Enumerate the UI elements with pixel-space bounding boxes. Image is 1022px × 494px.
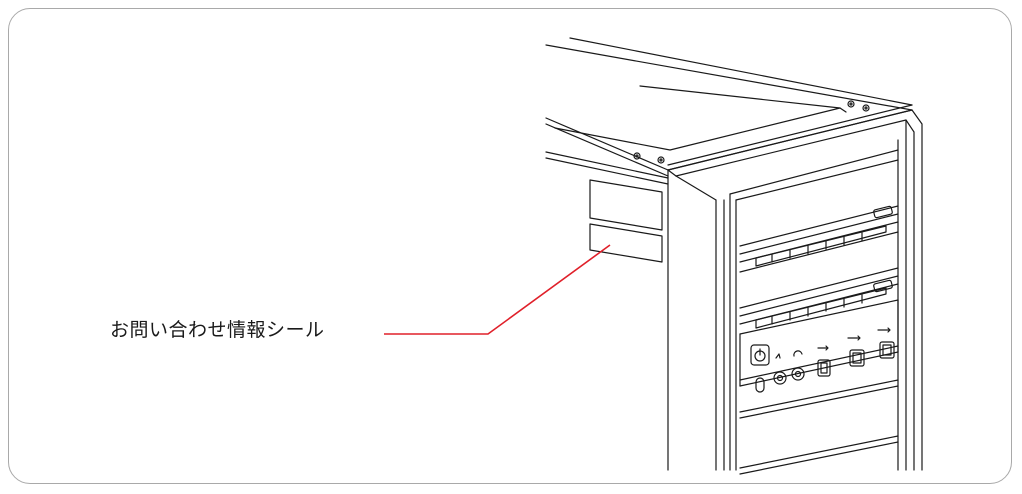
optical-drive-1 <box>739 205 899 267</box>
contact-info-sticker <box>589 179 663 263</box>
callout-label-contact-info-sticker: お問い合わせ情報シール <box>110 319 325 341</box>
reset-button[interactable] <box>755 377 765 393</box>
usb-icon[interactable] <box>817 345 831 377</box>
top-screws <box>633 100 870 164</box>
power-icon[interactable] <box>750 344 770 366</box>
usb3-icon[interactable] <box>877 327 895 359</box>
callout-leader-line <box>384 244 611 335</box>
usb3-icon[interactable] <box>847 335 865 367</box>
microphone-icon[interactable] <box>773 353 787 385</box>
lower-bezel <box>739 379 899 475</box>
front-io-panel <box>739 299 899 387</box>
optical-drive-2 <box>739 231 899 329</box>
case-side-panel <box>545 151 669 471</box>
headphone-icon[interactable] <box>791 350 805 381</box>
